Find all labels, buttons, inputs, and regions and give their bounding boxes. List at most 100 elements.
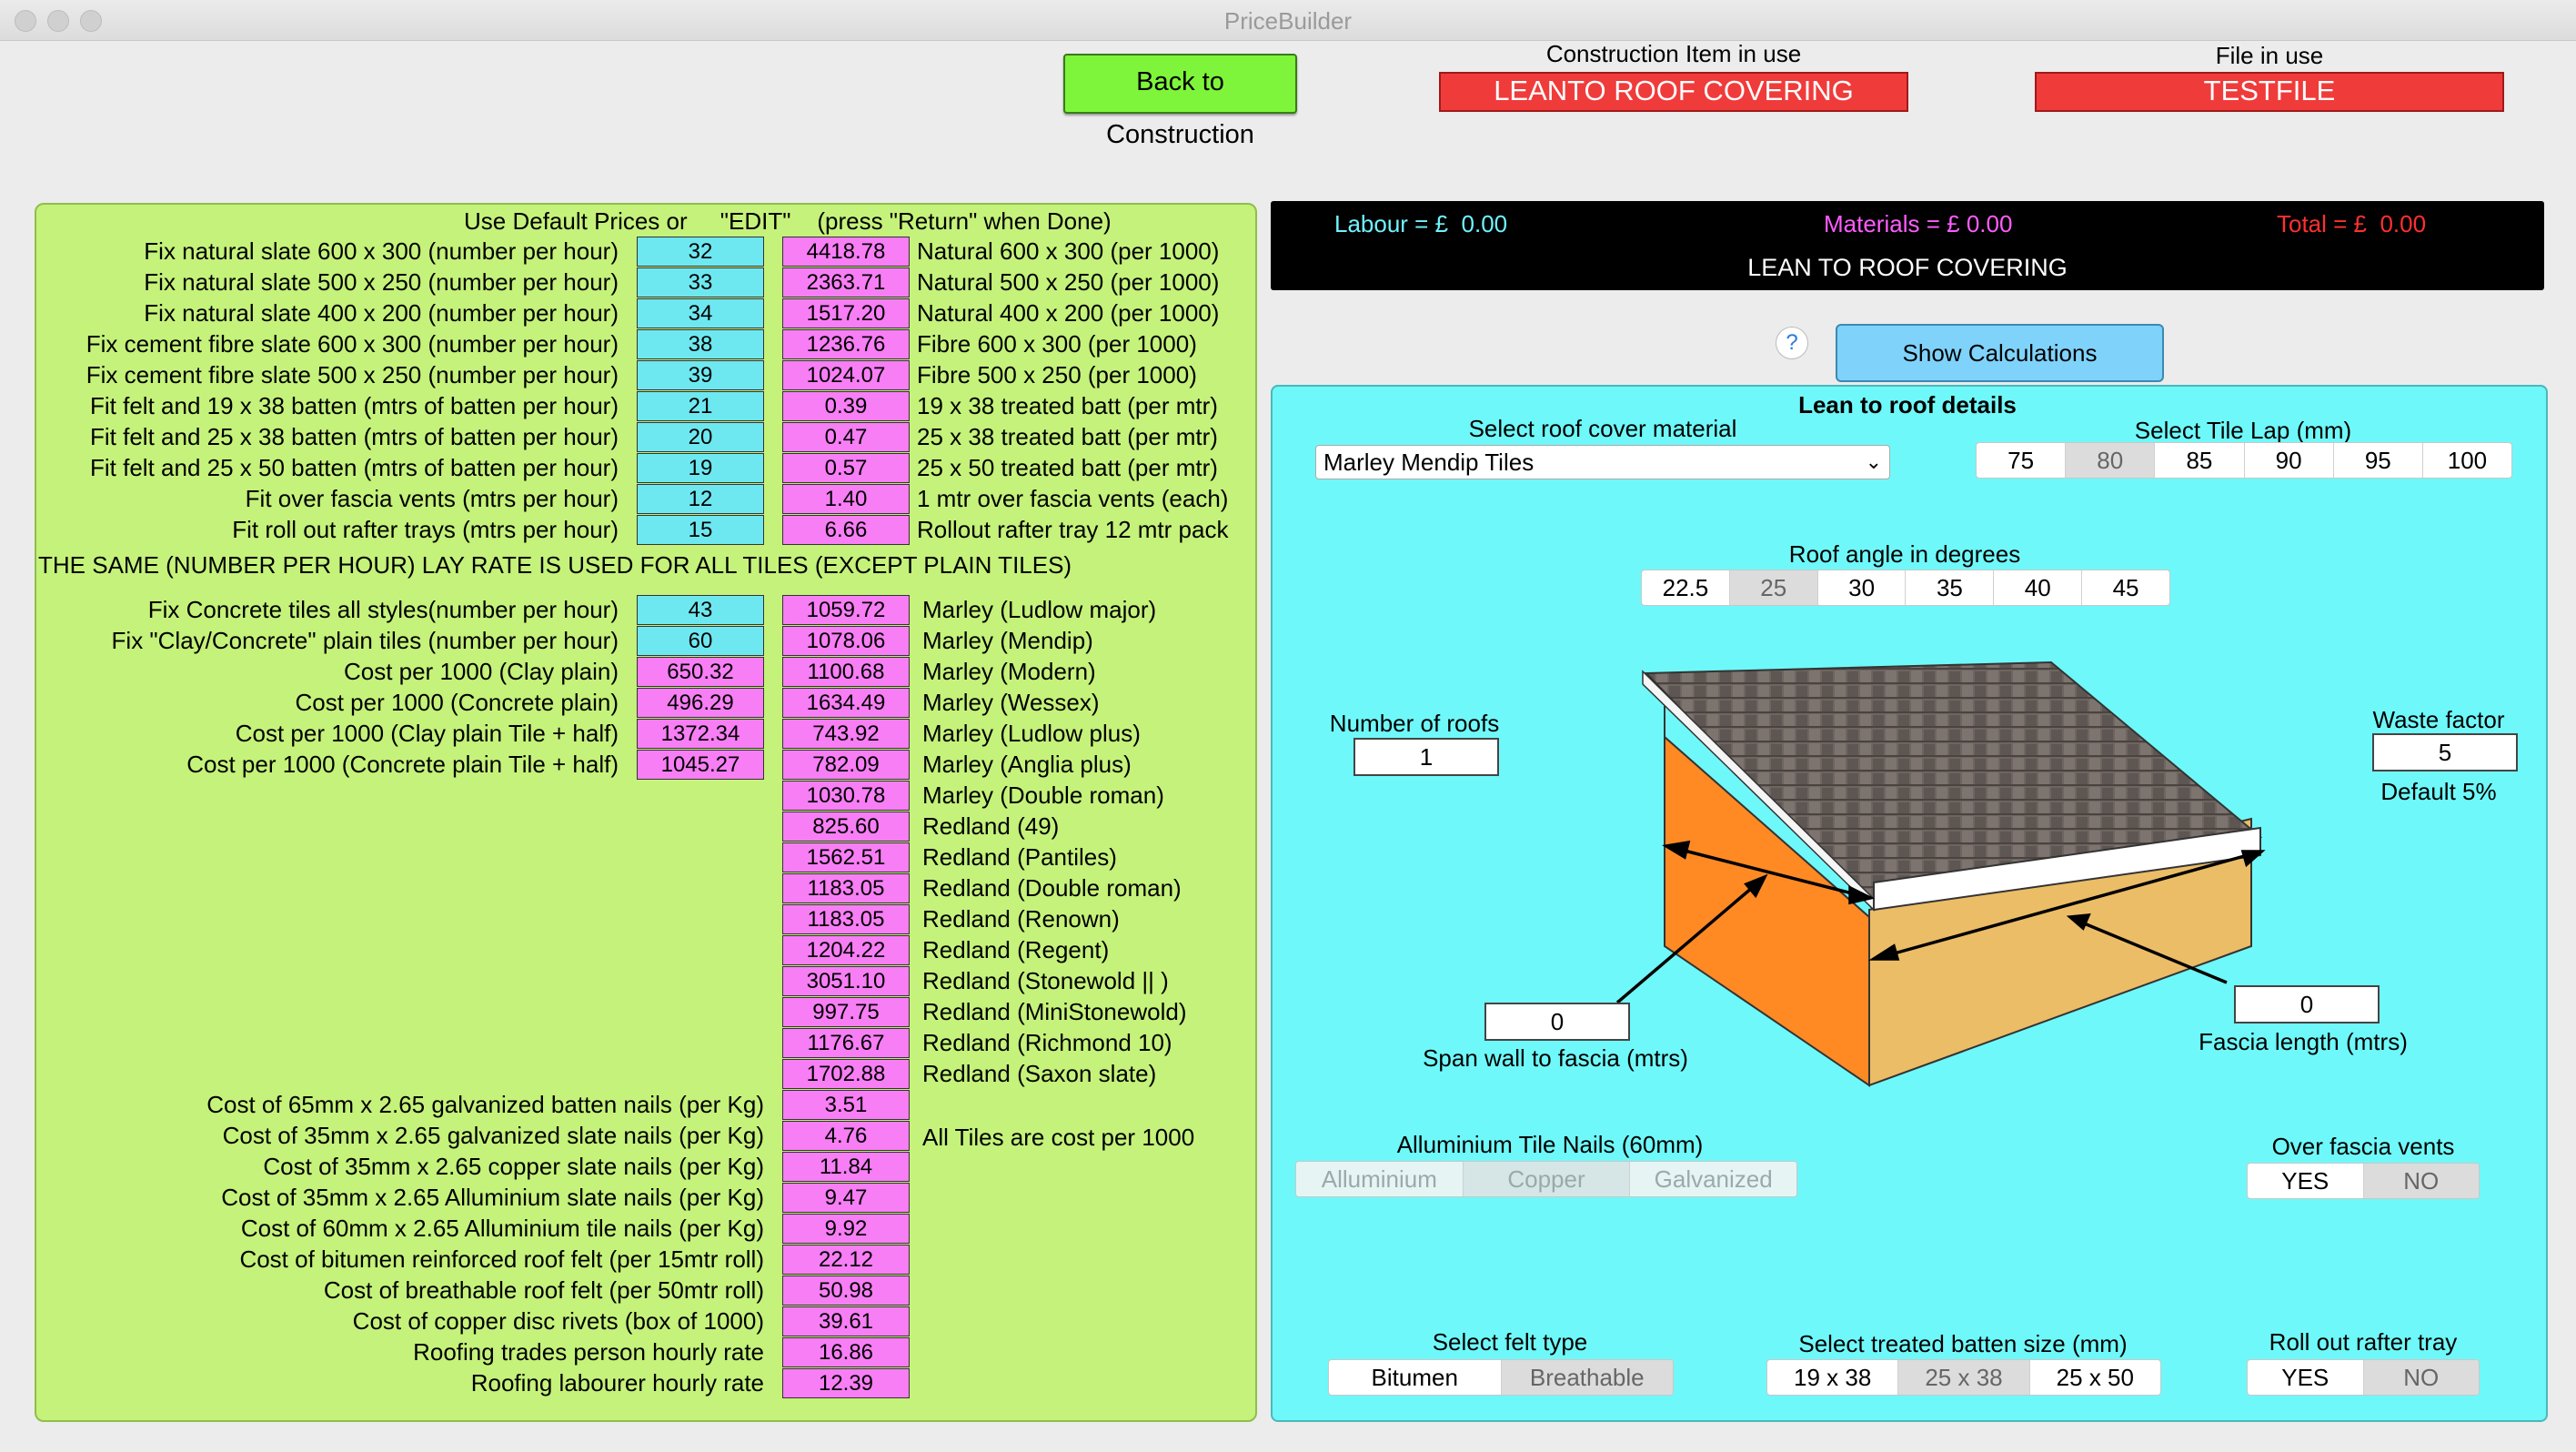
fascia-length-input[interactable]: 0 bbox=[2234, 985, 2380, 1023]
price-input[interactable]: 6.66 bbox=[782, 515, 910, 545]
waste-factor-input[interactable]: 5 bbox=[2372, 733, 2518, 771]
labour-label-text: Labour = £ bbox=[1334, 210, 1449, 237]
rafter-tray-option[interactable]: NO bbox=[2363, 1360, 2479, 1395]
price-input[interactable]: 1517.20 bbox=[782, 298, 910, 328]
rate-input[interactable]: 15 bbox=[637, 515, 764, 545]
price-input[interactable]: 4418.78 bbox=[782, 237, 910, 267]
zoom-window-icon[interactable] bbox=[80, 10, 102, 32]
rate-input[interactable]: 39 bbox=[637, 360, 764, 390]
tile-price-input[interactable]: 3051.10 bbox=[782, 966, 910, 996]
tile-price-input[interactable]: 782.09 bbox=[782, 750, 910, 780]
tile-price-input[interactable]: 825.60 bbox=[782, 812, 910, 842]
material-cost-input[interactable]: 9.47 bbox=[782, 1183, 910, 1213]
waste-default-note: Default 5% bbox=[2380, 778, 2497, 805]
tile-price-input[interactable]: 743.92 bbox=[782, 719, 910, 749]
material-cost-input[interactable]: 3.51 bbox=[782, 1090, 910, 1120]
tile-price-input[interactable]: 1176.67 bbox=[782, 1028, 910, 1058]
tile-lap-option[interactable]: 95 bbox=[2334, 443, 2423, 478]
batten-size-option[interactable]: 25 x 50 bbox=[2056, 1364, 2134, 1391]
price-input[interactable]: 1024.07 bbox=[782, 360, 910, 390]
tile-price-input[interactable]: 1183.05 bbox=[782, 904, 910, 934]
tile-nails-option[interactable]: Galvanized bbox=[1630, 1162, 1796, 1196]
price-input[interactable]: 1.40 bbox=[782, 484, 910, 514]
batten-size-option[interactable]: 25 x 38 bbox=[1898, 1360, 2030, 1395]
rate-input[interactable]: 38 bbox=[637, 329, 764, 359]
close-window-icon[interactable] bbox=[15, 10, 36, 32]
price-input[interactable]: 1236.76 bbox=[782, 329, 910, 359]
roof-diagram bbox=[1615, 660, 2266, 1087]
tile-lap-option[interactable]: 80 bbox=[2066, 443, 2156, 478]
minimize-window-icon[interactable] bbox=[47, 10, 69, 32]
tile-price-input[interactable]: 1078.06 bbox=[782, 626, 910, 656]
rate-input[interactable]: 33 bbox=[637, 267, 764, 297]
price-input[interactable]: 2363.71 bbox=[782, 267, 910, 297]
help-button[interactable]: ? bbox=[1776, 327, 1808, 359]
rafter-tray-option[interactable]: YES bbox=[2248, 1360, 2364, 1395]
tile-nails-option[interactable]: Alluminium bbox=[1296, 1162, 1464, 1196]
tile-lap-option[interactable]: 90 bbox=[2245, 443, 2334, 478]
fascia-vents-option[interactable]: NO bbox=[2363, 1164, 2479, 1198]
roof-cover-select[interactable]: Marley Mendip Tiles ⌄ bbox=[1315, 445, 1890, 479]
tile-setting-input[interactable]: 43 bbox=[637, 595, 764, 625]
price-input[interactable]: 0.47 bbox=[782, 422, 910, 452]
rate-input[interactable]: 32 bbox=[637, 237, 764, 267]
tile-setting-input[interactable]: 60 bbox=[637, 626, 764, 656]
roof-angle-option[interactable]: 25 bbox=[1729, 570, 1818, 605]
material-cost-input[interactable]: 39.61 bbox=[782, 1306, 910, 1336]
tile-setting-input[interactable]: 650.32 bbox=[637, 657, 764, 687]
tile-price-input[interactable]: 1100.68 bbox=[782, 657, 910, 687]
tile-setting-input[interactable]: 1045.27 bbox=[637, 750, 764, 780]
material-cost-input[interactable]: 9.92 bbox=[782, 1214, 910, 1244]
rate-input[interactable]: 20 bbox=[637, 422, 764, 452]
price-input[interactable]: 0.57 bbox=[782, 453, 910, 483]
tile-price-input[interactable]: 1702.88 bbox=[782, 1059, 910, 1089]
roof-angle-option[interactable]: 35 bbox=[1906, 570, 1995, 605]
rate-input[interactable]: 19 bbox=[637, 453, 764, 483]
tile-price-input[interactable]: 1183.05 bbox=[782, 873, 910, 903]
tile-price-input[interactable]: 997.75 bbox=[782, 997, 910, 1027]
tile-price-input[interactable]: 1562.51 bbox=[782, 842, 910, 872]
number-of-roofs-input[interactable]: 1 bbox=[1353, 738, 1499, 776]
felt-type-option[interactable]: Breathable bbox=[1501, 1360, 1673, 1395]
tile-price-input[interactable]: 1634.49 bbox=[782, 688, 910, 718]
fascia-vents-option[interactable]: YES bbox=[2248, 1164, 2364, 1198]
tile-nails-option[interactable]: Copper bbox=[1463, 1162, 1631, 1196]
material-cost-input[interactable]: 11.84 bbox=[782, 1152, 910, 1182]
material-cost-input[interactable]: 16.86 bbox=[782, 1337, 910, 1367]
material-cost-input[interactable]: 50.98 bbox=[782, 1276, 910, 1306]
rate-input[interactable]: 21 bbox=[637, 391, 764, 421]
tile-lap-option[interactable]: 85 bbox=[2155, 443, 2245, 478]
material-cost-input[interactable]: 4.76 bbox=[782, 1121, 910, 1151]
show-calculations-button[interactable]: Show Calculations bbox=[1836, 324, 2164, 382]
tile-lap-option[interactable]: 75 bbox=[1977, 443, 2067, 478]
batten-size-option[interactable]: 19 x 38 bbox=[1767, 1360, 1899, 1395]
span-wall-to-fascia-input[interactable]: 0 bbox=[1484, 1003, 1630, 1041]
rate-input[interactable]: 34 bbox=[637, 298, 764, 328]
price-input[interactable]: 0.39 bbox=[782, 391, 910, 421]
same-rate-note: THE SAME (NUMBER PER HOUR) LAY RATE IS U… bbox=[38, 551, 1072, 579]
roof-angle-option[interactable]: 45 bbox=[2112, 574, 2139, 601]
felt-type-option[interactable]: Bitumen bbox=[1329, 1360, 1502, 1395]
tile-setting-input[interactable]: 496.29 bbox=[637, 688, 764, 718]
tile-price-input[interactable]: 1204.22 bbox=[782, 935, 910, 965]
tile-lap-option[interactable]: 100 bbox=[2447, 447, 2488, 474]
material-cost-input[interactable]: 12.39 bbox=[782, 1368, 910, 1398]
rate-input[interactable]: 12 bbox=[637, 484, 764, 514]
total-label-text: Total = £ bbox=[2277, 210, 2368, 237]
roof-angle-option[interactable]: 22.5 bbox=[1642, 570, 1730, 605]
tile-setting-input[interactable]: 1372.34 bbox=[637, 719, 764, 749]
tile-name: Marley (Wessex) bbox=[922, 689, 1100, 716]
back-to-construction-button[interactable]: Back to Construction bbox=[1063, 54, 1297, 149]
roof-angle-option[interactable]: 40 bbox=[1994, 570, 2083, 605]
tile-price-input[interactable]: 1059.72 bbox=[782, 595, 910, 625]
tile-price-input[interactable]: 1030.78 bbox=[782, 781, 910, 811]
roof-angle-option[interactable]: 30 bbox=[1818, 570, 1907, 605]
material-cost-input[interactable]: 22.12 bbox=[782, 1245, 910, 1275]
